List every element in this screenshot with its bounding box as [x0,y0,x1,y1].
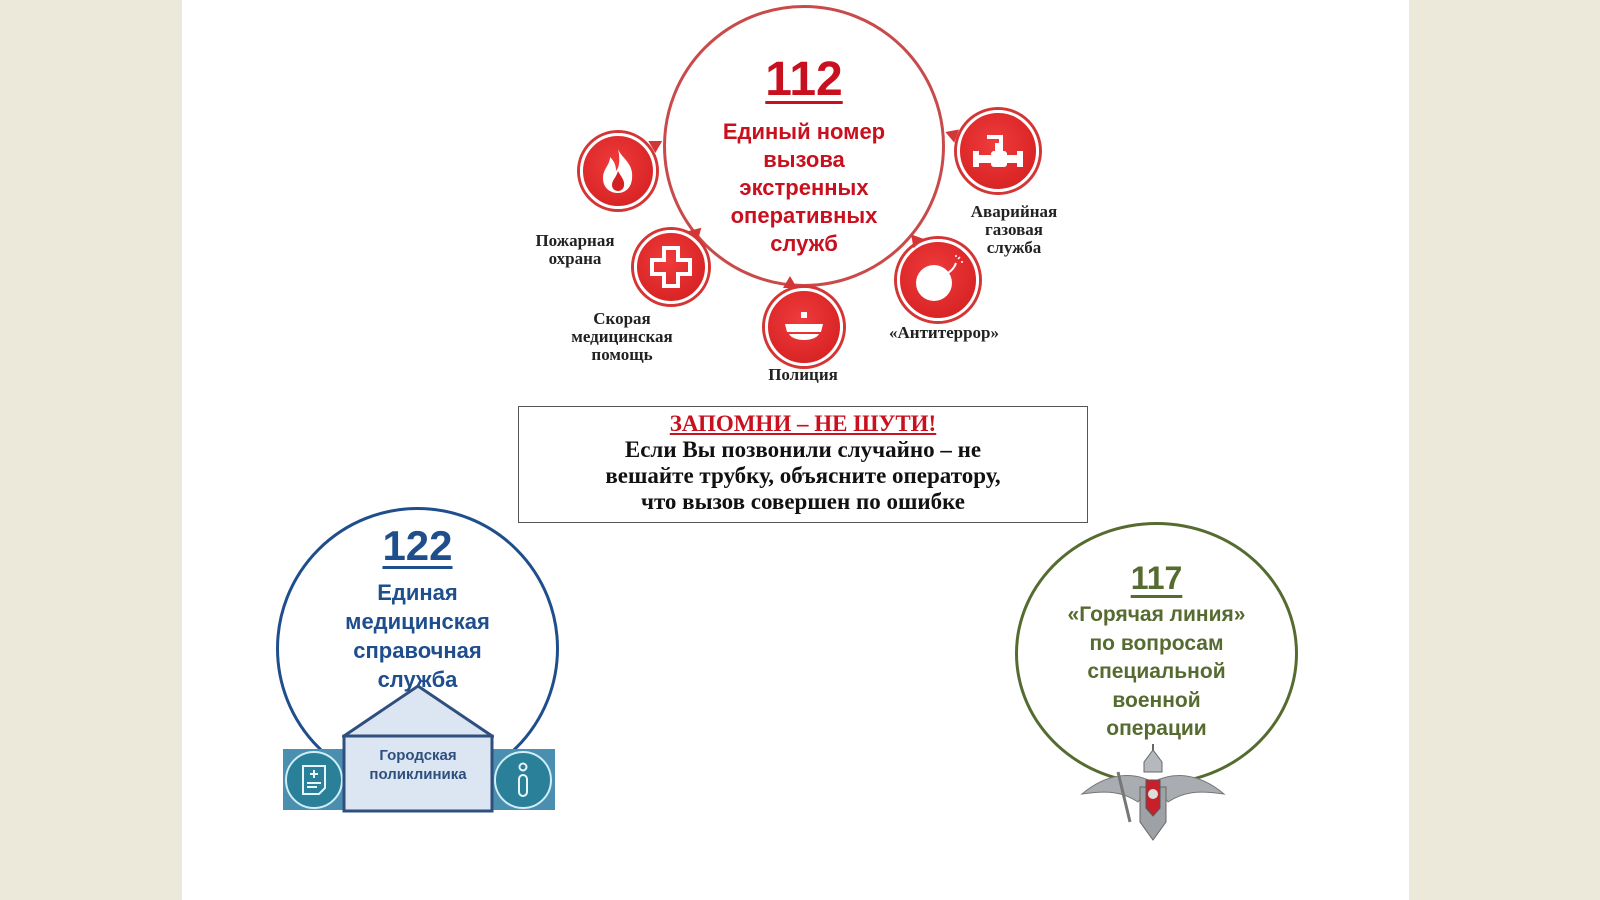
hub-112-line: оперативных [730,203,878,228]
hub-117-line: по вопросам [1089,631,1224,655]
hub-117-line: специальной [1087,660,1226,683]
hub-112-circle: 112 Единый номер вызова экстренных опера… [663,5,945,287]
hub-122-line: медицинская [345,609,490,634]
hub-117-line: операции [1106,717,1207,740]
hub-117-number: 117 [1130,560,1183,596]
hub-112-line: служб [770,231,838,256]
hub-122-line: Единая [377,580,458,605]
hub-117-line: военной [1112,688,1201,712]
notice-title: ЗАПОМНИ – НЕ ШУТИ! [669,411,937,436]
police-cap-icon [765,288,843,366]
hub-112-line: Единый номер [722,119,886,144]
info-icon [494,751,552,809]
hub-117-line: «Горячая линия» [1067,603,1246,626]
military-eagle-emblem-icon [1080,744,1226,841]
hub-117-circle: 117 «Горячая линия» по вопросам специаль… [1015,522,1298,785]
bomb-icon [897,239,979,321]
clinic-building-icon [342,684,494,813]
notice-line: что вызов совершен по ошибке [640,489,966,514]
hub-112-number: 112 [765,53,843,106]
notice-line: Если Вы позвонили случайно – не [624,437,982,462]
fire-icon [580,133,656,209]
document-icon [285,751,343,809]
medical-cross-icon [634,230,708,304]
hub-112-line: вызова [763,147,845,172]
police-pointer [783,276,797,288]
hub-122-line: справочная [353,638,482,663]
hub-112-line: экстренных [739,175,869,200]
hub-122-number: 122 [382,522,453,569]
gas-pipe-icon [957,110,1039,192]
label-antiterror: «Антитеррор» [889,323,999,342]
label-police: Полиция [768,365,838,384]
notice-line: вешайте трубку, объясните оператору, [605,463,1001,488]
notice-box: ЗАПОМНИ – НЕ ШУТИ! Если Вы позвонили слу… [518,406,1088,523]
